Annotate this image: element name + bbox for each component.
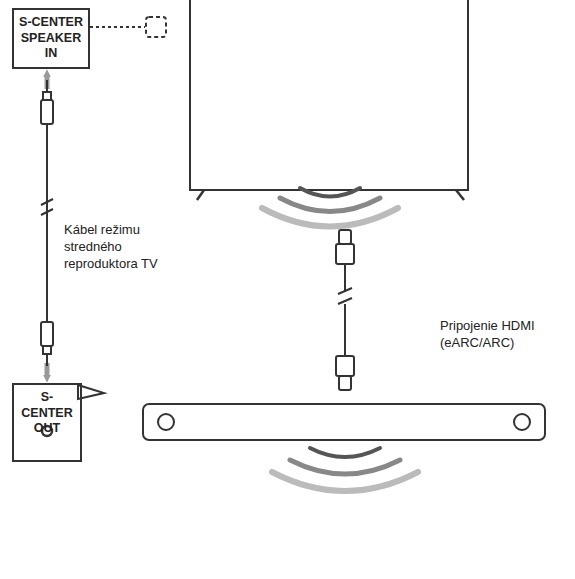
soundbar bbox=[143, 404, 545, 440]
leader-line bbox=[90, 26, 145, 28]
node-text: S-CENTER OUT bbox=[19, 390, 75, 437]
tv bbox=[190, 0, 468, 200]
connection-label: Pripojenie HDMI (eARC/ARC) bbox=[440, 318, 568, 352]
cable-plug bbox=[41, 80, 53, 366]
cable-label: Kábel režimu stredného reproduktora TV bbox=[64, 222, 176, 273]
hdmi-cable bbox=[336, 230, 354, 390]
input-label-box: S-CENTER SPEAKER IN bbox=[12, 8, 90, 69]
sound-waves bbox=[262, 188, 398, 227]
sound-waves bbox=[272, 448, 418, 491]
node-text: S-CENTER SPEAKER IN bbox=[19, 15, 83, 62]
jack-location bbox=[146, 17, 166, 37]
output-callout: S-CENTER OUT bbox=[12, 383, 82, 462]
